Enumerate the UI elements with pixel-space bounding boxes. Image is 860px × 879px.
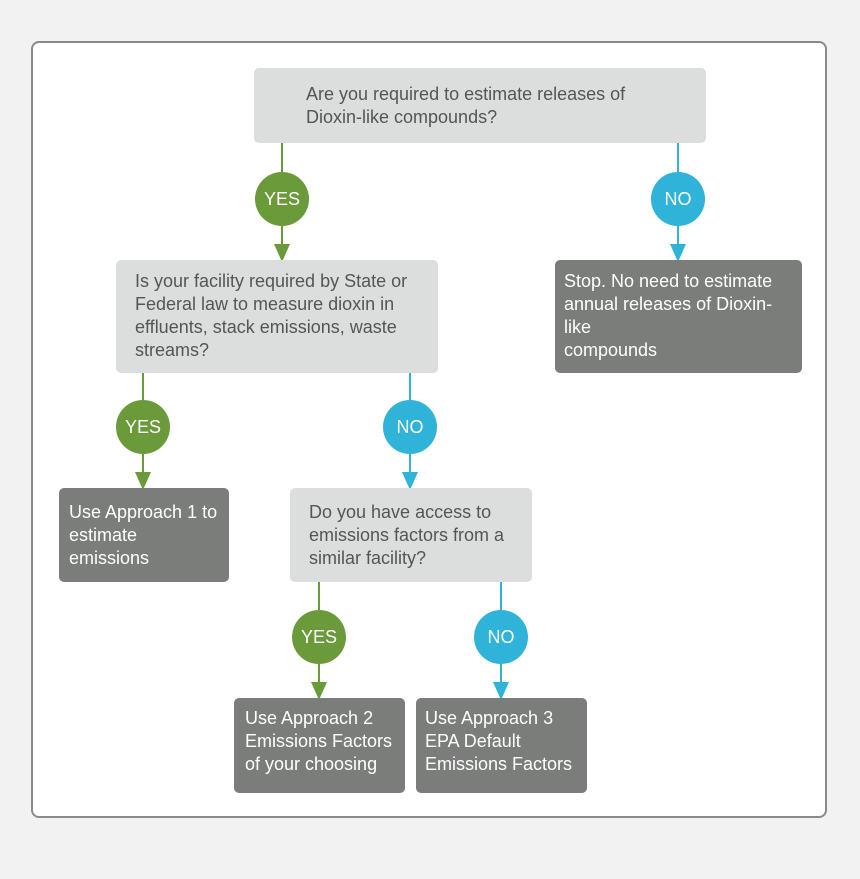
q2-yes-badge: YES <box>116 400 170 454</box>
q2-no-badge: NO <box>383 400 437 454</box>
result-approach-2: Use Approach 2 Emissions Factors of your… <box>234 698 405 793</box>
question-facility-required-by-law: Is your facility required by State or Fe… <box>116 260 438 373</box>
result-approach-3: Use Approach 3 EPA Default Emissions Fac… <box>416 698 587 793</box>
q3-yes-badge: YES <box>292 610 346 664</box>
q1-yes-badge: YES <box>255 172 309 226</box>
q3-no-badge: NO <box>474 610 528 664</box>
result-stop: Stop. No need to estimate annual release… <box>555 260 802 373</box>
question-required-to-estimate: Are you required to estimate releases of… <box>254 68 706 143</box>
q1-no-badge: NO <box>651 172 705 226</box>
question-access-to-emission-factors: Do you have access to emissions factors … <box>290 488 532 582</box>
result-approach-1: Use Approach 1 to estimate emissions <box>59 488 229 582</box>
